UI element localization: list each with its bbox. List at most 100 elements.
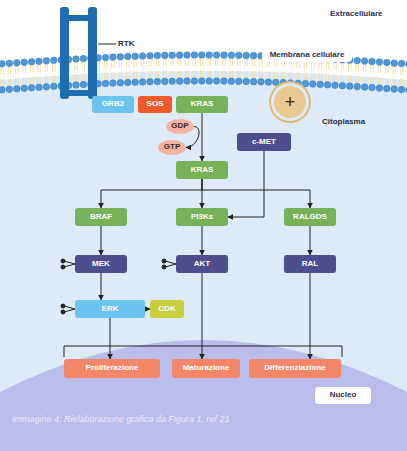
lipid-head [347,83,354,90]
lipid-tail [282,60,284,80]
lipid-head [43,58,50,65]
node-text: CDK [158,305,175,313]
lipid-head [110,54,117,61]
lipid-head [102,80,109,87]
lipid-head [191,78,198,85]
plus-circle: + [274,86,306,118]
node-text: SOS [147,100,164,108]
node-text: RALGDS [293,213,327,221]
pathway-arrow [310,226,311,255]
lipid-head [36,84,43,91]
phospho-line [165,261,176,264]
node-text: PI3Ks [191,213,213,221]
lipid-head [125,53,132,60]
lipid-head [125,79,132,86]
pathway-arrow [228,151,264,217]
lipid-head [206,78,213,85]
lipid-head [28,59,35,66]
lipid-tail [230,58,232,78]
lipid-tail [201,58,203,78]
lipid-tail [75,62,77,82]
label-pill: Membrana cellulare [262,48,352,62]
region-label: RTK [118,39,134,48]
phospho-line [64,306,75,309]
node-text: MEK [92,260,110,268]
node-text: GTP [164,143,180,151]
lipid-head [206,52,213,59]
protein-box: SOS [138,96,172,113]
caption: Immagine 4: Rielaborazione grafica da Fi… [12,414,230,424]
nucleotide-oval: GTP [158,140,186,155]
lipid-tail [164,58,166,78]
lipid-head [51,57,58,64]
lipid-head [280,79,287,86]
lipid-tail [400,67,402,87]
node-text: Differenziazione [264,364,325,372]
lipid-tail [252,59,254,79]
lipid-head [117,53,124,60]
node-text: ERK [102,305,119,313]
lipid-head [154,52,161,59]
lipid-head [13,60,20,67]
lipid-tail [23,65,25,85]
lipid-head [295,80,302,87]
lipid-head [28,85,35,92]
lipid-head [0,87,5,94]
lipid-head [243,78,250,85]
lipid-head [384,59,391,66]
lipid-tail [149,59,151,79]
lipid-head [228,52,235,59]
lipid-tail [304,61,306,81]
lipid-head [43,84,50,91]
lipid-head [191,52,198,59]
pathway-arrow [101,226,102,255]
lipid-head [354,57,361,64]
protein-box: CDK [150,300,184,318]
lipid-tail [119,60,121,80]
lipid-tail [334,62,336,82]
phospho-dot [61,265,65,269]
protein-box: RAL [284,255,336,273]
lipid-head [406,61,407,68]
lipid-tail [297,60,299,80]
lipid-tail [245,58,247,78]
phospho-dot [61,259,65,263]
lipid-head [406,87,407,94]
node-text: GRB2 [102,100,124,108]
lipid-head [250,52,257,59]
protein-box: KRAS [176,161,228,179]
pathway-arrow [202,226,203,255]
outcome-box: Maturazione [172,359,240,378]
nucleus [0,340,407,451]
leader-line [98,44,116,45]
lipid-head [243,52,250,59]
bracket [64,346,342,357]
lipid-tail [193,58,195,78]
lipid-tail [38,64,40,84]
lipid-head [332,82,339,89]
outcome-box: Differenziazione [249,359,341,378]
node-text: + [285,93,296,112]
lipid-head [250,78,257,85]
lipid-head [132,53,139,60]
lipid-head [369,58,376,65]
lipid-head [51,83,58,90]
lipid-tail [260,59,262,79]
outcome-box: Proliferazione [64,359,160,378]
node-text: Membrana cellulare [270,51,345,59]
lipid-head [13,86,20,93]
lipid-tail [341,63,343,83]
lipid-head [258,79,265,86]
protein-box: AKT [176,255,228,273]
lipid-head [398,86,405,93]
phospho-dot [61,304,65,308]
lipid-head [391,60,398,67]
cytoplasm [0,71,407,451]
lipid-tail [386,66,388,86]
lipid-tail [141,59,143,79]
lipid-tail [275,59,277,79]
lipid-head [302,80,309,87]
bracket-line [64,346,342,357]
lipid-head [184,78,191,85]
